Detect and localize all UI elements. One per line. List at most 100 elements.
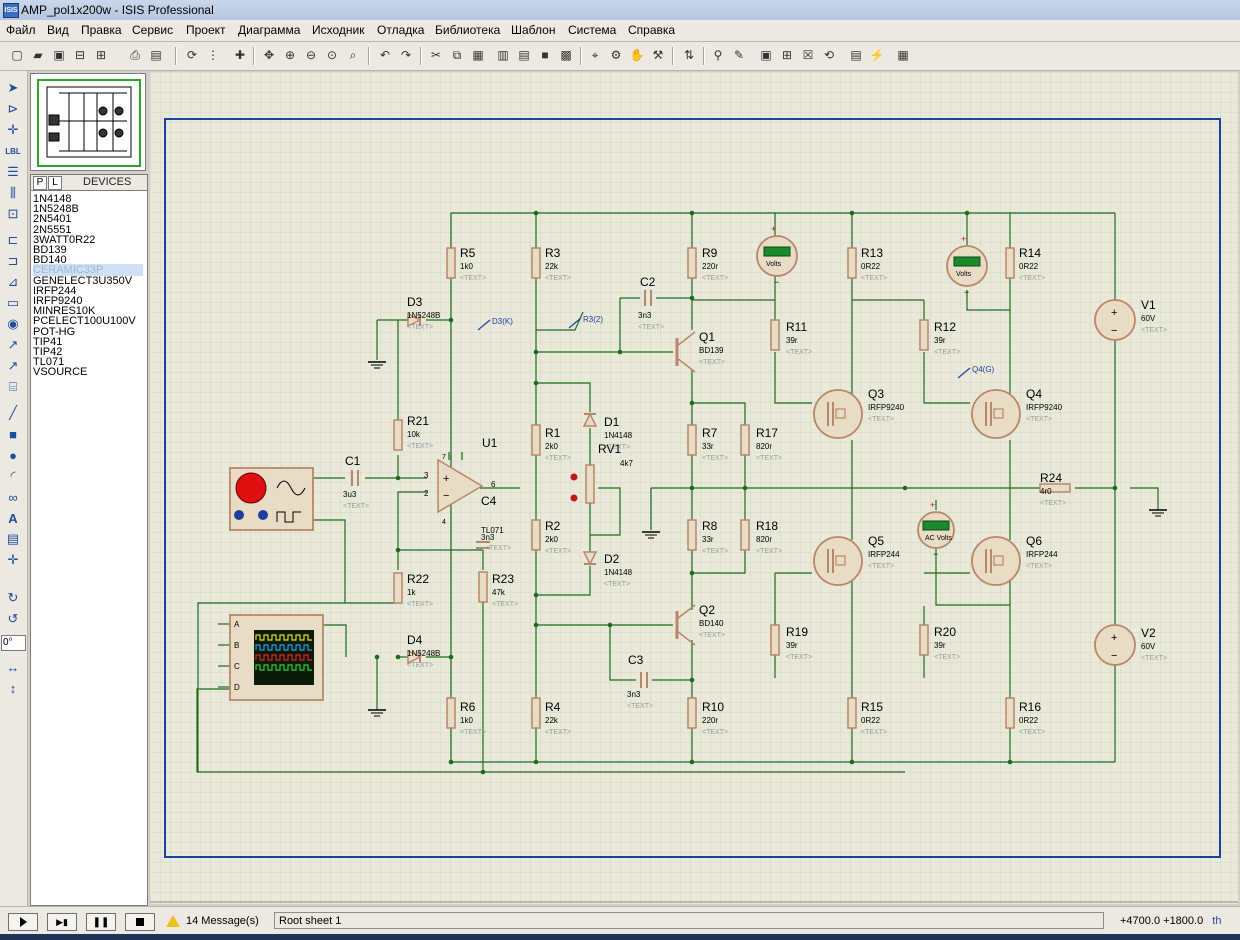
bus-icon[interactable]: ⫼ (10, 185, 16, 200)
device-item[interactable]: 2N5401 (33, 213, 72, 226)
component-mode-icon[interactable]: ⊳ (7, 101, 19, 116)
open-folder-icon[interactable]: ▰ (33, 48, 43, 62)
ares-icon[interactable]: ▦ (897, 48, 909, 62)
menu-view[interactable]: Вид (47, 23, 69, 37)
pause-button[interactable]: ❚❚ (86, 913, 116, 931)
rotate-cw-icon[interactable]: ↻ (7, 590, 19, 605)
rotate-ccw-icon[interactable]: ↺ (7, 611, 19, 626)
rotation-input[interactable]: 0° (1, 635, 26, 651)
pan-icon[interactable]: ✥ (263, 48, 275, 62)
bom-icon[interactable]: ▤ (850, 48, 862, 62)
add-sheet-icon[interactable]: ⊞ (781, 48, 793, 62)
device-item[interactable]: POT-HG (33, 325, 76, 338)
print-icon[interactable]: ⎙ (130, 47, 140, 62)
device-item[interactable]: TIP42 (33, 346, 63, 358)
menu-source[interactable]: Исходник (312, 23, 365, 37)
schematic-drawing[interactable]: R51k0<TEXT>R322k<TEXT>R9220r<TEXT>R130R2… (150, 72, 1238, 904)
device-item[interactable]: IRFP244 (33, 284, 77, 297)
search-icon[interactable]: ⚲ (713, 48, 723, 62)
new-file-icon[interactable]: ▢ (11, 48, 23, 62)
mirror-y-icon[interactable]: ↕ (9, 680, 17, 696)
export-icon[interactable]: ⊞ (95, 48, 107, 62)
make-device-icon[interactable]: ⚙ (610, 48, 622, 62)
block-copy-icon[interactable]: ▥ (497, 48, 509, 62)
circle-icon[interactable]: ● (9, 447, 17, 463)
import-icon[interactable]: ⊟ (74, 48, 86, 62)
cut-icon[interactable]: ✂ (430, 48, 442, 62)
origin-icon[interactable]: ✚ (234, 48, 246, 62)
device-item[interactable]: 1N5248B (33, 203, 79, 216)
device-item[interactable]: 2N5551 (33, 223, 72, 236)
step-button[interactable]: ▶▮ (47, 913, 77, 931)
save-icon[interactable]: ▣ (53, 48, 65, 62)
grid-icon[interactable]: ⋮ (207, 48, 219, 62)
device-item[interactable]: PCELECT100U100V (33, 315, 136, 328)
device-item[interactable]: IRFP9240 (33, 295, 83, 307)
device-item[interactable]: MINRES10K (33, 305, 96, 318)
device-item[interactable]: VSOURCE (33, 366, 88, 379)
zoom-in-icon[interactable]: ⊕ (284, 48, 296, 62)
junction-icon[interactable]: ✛ (7, 122, 19, 137)
text-script-icon[interactable]: ☰ (7, 164, 19, 179)
remove-sheet-icon[interactable]: ☒ (802, 48, 814, 62)
device-item[interactable]: BD140 (33, 254, 67, 267)
arc-icon[interactable]: ◜ (10, 468, 16, 483)
device-item[interactable]: GENELECT3U350V (33, 274, 133, 287)
menu-project[interactable]: Проект (186, 23, 226, 37)
property-tool-icon[interactable]: ✎ (733, 48, 745, 62)
menu-template[interactable]: Шаблон (511, 23, 556, 37)
wire-label-icon[interactable]: LBL (5, 146, 21, 156)
menu-debug[interactable]: Отладка (377, 23, 425, 37)
device-item[interactable]: 1N4148 (33, 193, 72, 205)
menu-tools[interactable]: Сервис (132, 23, 174, 37)
undo-icon[interactable]: ↶ (379, 48, 391, 62)
voltage-probe-icon[interactable]: ↗ (7, 337, 19, 352)
device-item[interactable]: 3WATT0R22 (33, 233, 96, 246)
zoom-all-icon[interactable]: ⊙ (326, 48, 338, 62)
pin-icon[interactable]: ⊐ (7, 253, 19, 268)
zoom-out-icon[interactable]: ⊖ (305, 48, 317, 62)
menu-graph[interactable]: Диаграмма (238, 23, 301, 37)
copy-icon[interactable]: ⧉ (452, 47, 462, 62)
refresh-icon[interactable]: ⟳ (186, 48, 198, 62)
paste-icon[interactable]: ▦ (472, 48, 484, 62)
device-item[interactable]: CERAMIC33P (33, 264, 143, 277)
line-icon[interactable]: ╱ (9, 405, 17, 420)
menu-edit[interactable]: Правка (81, 23, 122, 37)
path-icon[interactable]: ∞ (8, 489, 18, 505)
child-sheet-icon[interactable]: ⟲ (823, 48, 835, 62)
new-sheet-icon[interactable]: ▣ (760, 48, 772, 62)
erc-icon[interactable]: ⚡ (869, 48, 885, 62)
text-icon[interactable]: A (8, 510, 18, 526)
block-delete-icon[interactable]: ▩ (560, 48, 572, 62)
terminal-icon[interactable]: ⊏ (7, 232, 19, 247)
pick-button[interactable]: P (33, 176, 47, 190)
symbol-icon[interactable]: ▤ (6, 531, 20, 546)
device-item[interactable]: BD139 (33, 244, 67, 256)
graph-icon[interactable]: ⊿ (7, 274, 19, 289)
block-move-icon[interactable]: ▤ (518, 48, 530, 62)
print-area-icon[interactable]: ▤ (150, 48, 162, 62)
generator-icon[interactable]: ◉ (7, 316, 19, 331)
virtual-instrument-icon[interactable]: ⌸ (9, 379, 17, 394)
current-probe-icon[interactable]: ↗ (7, 358, 19, 373)
packaging-icon[interactable]: ✋ (629, 48, 645, 62)
marker-icon[interactable]: ✛ (7, 552, 19, 567)
overview-window[interactable] (30, 73, 146, 171)
zoom-area-icon[interactable]: ⌕ (349, 47, 357, 62)
device-item[interactable]: TL071 (33, 356, 65, 369)
decompose-icon[interactable]: ⚒ (652, 48, 664, 62)
menu-system[interactable]: Система (568, 23, 617, 37)
play-button[interactable] (8, 913, 38, 931)
menu-library[interactable]: Библиотека (435, 23, 501, 37)
stop-button[interactable] (125, 913, 155, 931)
wire-autorouter-icon[interactable]: ⇅ (683, 48, 695, 62)
menu-file[interactable]: Файл (6, 23, 36, 37)
menu-help[interactable]: Справка (628, 23, 676, 37)
pick-device-icon[interactable]: ⌖ (591, 47, 599, 62)
subcircuit-icon[interactable]: ⊡ (7, 206, 19, 221)
mirror-x-icon[interactable]: ↔ (6, 659, 20, 675)
device-item[interactable]: TIP41 (33, 335, 63, 348)
